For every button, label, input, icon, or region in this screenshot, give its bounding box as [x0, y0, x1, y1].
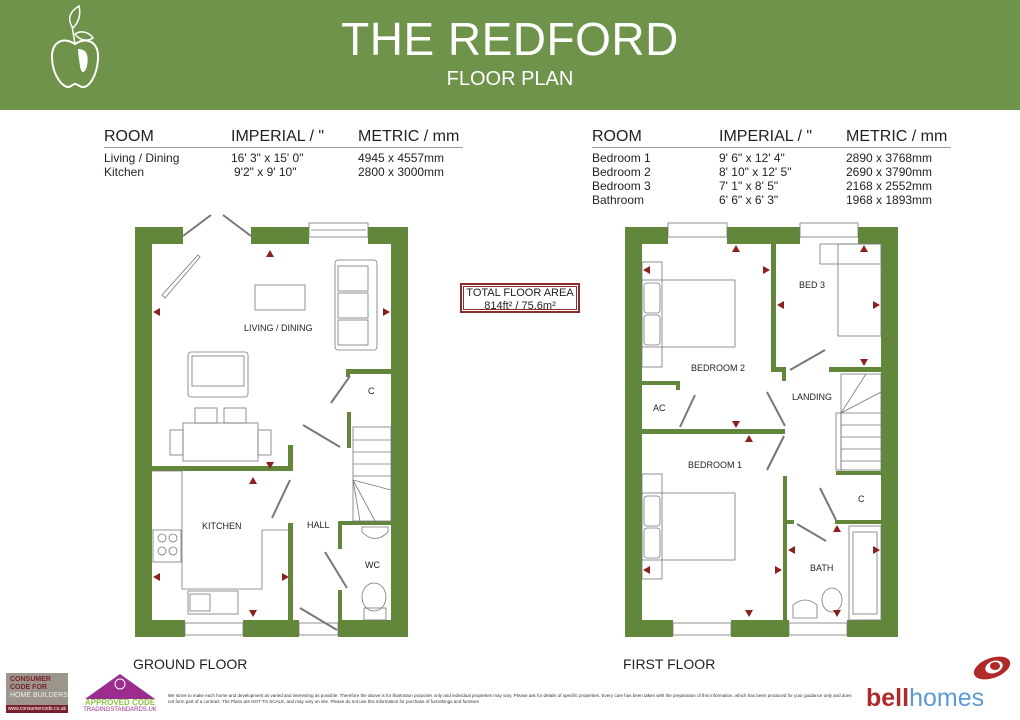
header-metric: METRIC / mm: [358, 128, 460, 145]
consumer-code-url: www.consumercode.co.uk: [6, 705, 68, 713]
room-metric: 2690 x 3790mm: [846, 165, 933, 179]
first-floor-label: FIRST FLOOR: [623, 656, 716, 672]
total-area-label: TOTAL FLOOR AREA: [466, 287, 574, 299]
room-label-bedroom1: BEDROOM 1: [688, 460, 743, 470]
consumer-code-logo: CONSUMER CODE FOR HOME BUILDERS www.cons…: [6, 673, 68, 713]
approved-code-text: APPROVED CODE: [84, 698, 156, 707]
approved-code-roof-icon: [85, 674, 155, 699]
room-name: Bedroom 1: [592, 151, 651, 165]
room-name: Kitchen: [104, 165, 145, 179]
spec-row: Kitchen 9'2" x 9' 10" 2800 x 3000mm: [104, 165, 463, 179]
room-label-bed3: BED 3: [799, 280, 826, 290]
disclaimer-text: We strive to make each home and developm…: [168, 693, 852, 704]
bellhomes-logo: bellhomes: [866, 684, 984, 713]
ground-floor-label: GROUND FLOOR: [133, 656, 248, 672]
spec-row: Bedroom 2 8' 10" x 12' 5" 2690 x 3790mm: [592, 165, 951, 179]
header-banner: THE REDFORD FLOOR PLAN: [0, 0, 1020, 110]
room-name: Bedroom 2: [592, 165, 651, 179]
spec-row: Bedroom 3 7' 1" x 8' 5" 2168 x 2552mm: [592, 179, 951, 193]
room-metric: 4945 x 4557mm: [358, 151, 445, 165]
spec-header-row: ROOM IMPERIAL / " METRIC / mm: [104, 128, 463, 148]
room-label-kitchen: KITCHEN: [202, 521, 242, 531]
consumer-code-line3: HOME BUILDERS: [10, 692, 68, 699]
apple-icon: [50, 4, 100, 88]
electrical-markers: [153, 250, 390, 617]
room-metric: 1968 x 1893mm: [846, 193, 933, 207]
room-metric: 2890 x 3768mm: [846, 151, 933, 165]
room-imperial: 16' 3" x 15' 0": [231, 151, 304, 165]
first-floor-spec-table: ROOM IMPERIAL / " METRIC / mm Bedroom 1 …: [592, 128, 951, 207]
brand-bold: bell: [866, 684, 910, 712]
electrical-markers: [643, 245, 880, 617]
approved-code-url: TRADINGSTANDARDS.UK: [83, 707, 157, 713]
total-area-value: 814ft² / 75.6m²: [484, 300, 556, 312]
room-label-living: LIVING / DINING: [244, 323, 313, 333]
header-room: ROOM: [592, 128, 642, 145]
room-imperial: 9' 6" x 12' 4": [719, 151, 785, 165]
room-name: Living / Dining: [104, 151, 180, 165]
room-label-wc: WC: [365, 560, 380, 570]
header-imperial: IMPERIAL / ": [719, 128, 813, 145]
page-title: THE REDFORD: [341, 13, 679, 65]
room-name: Bedroom 3: [592, 179, 651, 193]
header-room: ROOM: [104, 128, 154, 145]
room-label-bedroom2: BEDROOM 2: [691, 363, 746, 373]
room-imperial: 7' 1" x 8' 5": [719, 179, 779, 193]
consumer-code-line2: CODE FOR: [10, 684, 47, 691]
room-label-hall: HALL: [307, 520, 330, 530]
room-imperial: 9'2" x 9' 10": [234, 165, 297, 179]
total-floor-area-box: TOTAL FLOOR AREA 814ft² / 75.6m²: [460, 283, 580, 313]
header-metric: METRIC / mm: [846, 128, 948, 145]
page-subtitle: FLOOR PLAN: [446, 68, 574, 90]
consumer-code-line1: CONSUMER: [10, 676, 51, 683]
spec-row: Living / Dining 16' 3" x 15' 0" 4945 x 4…: [104, 151, 463, 165]
brand-light: homes: [909, 684, 985, 712]
room-metric: 2800 x 3000mm: [358, 165, 445, 179]
spec-row: Bathroom 6' 6" x 6' 3" 1968 x 1893mm: [592, 193, 951, 207]
approved-code-logo: APPROVED CODE TRADINGSTANDARDS.UK: [80, 672, 160, 714]
room-name: Bathroom: [592, 193, 645, 207]
room-metric: 2168 x 2552mm: [846, 179, 933, 193]
room-label-bath: BATH: [810, 563, 834, 573]
room-label-cupboard-first: C: [858, 494, 865, 504]
room-label-landing: LANDING: [792, 392, 833, 402]
room-label-ac: AC: [653, 403, 666, 413]
room-imperial: 8' 10" x 12' 5": [719, 165, 792, 179]
spec-header-row: ROOM IMPERIAL / " METRIC / mm: [592, 128, 951, 148]
ground-floor-spec-table: ROOM IMPERIAL / " METRIC / mm Living / D…: [104, 128, 463, 179]
bellhomes-swirl-icon: [973, 656, 1011, 680]
room-label-cupboard: C: [368, 386, 375, 396]
header-imperial: IMPERIAL / ": [231, 128, 325, 145]
room-imperial: 6' 6" x 6' 3": [719, 193, 779, 207]
spec-row: Bedroom 1 9' 6" x 12' 4" 2890 x 3768mm: [592, 151, 951, 165]
